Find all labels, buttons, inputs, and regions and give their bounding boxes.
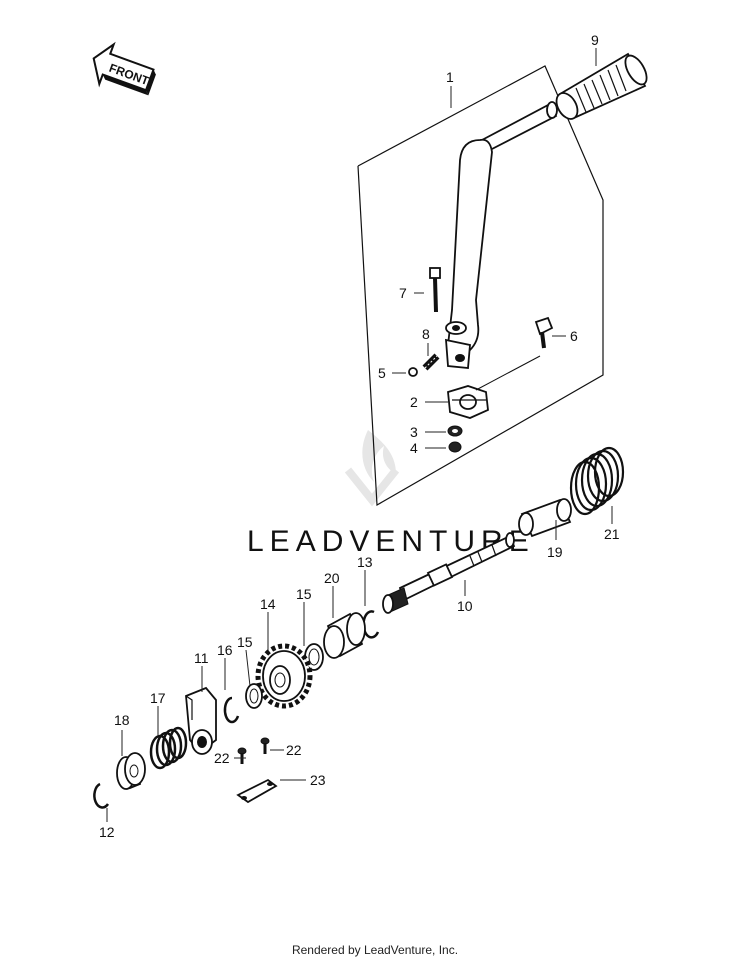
front-arrow-icon: FRONT — [92, 41, 156, 96]
spring-8 — [422, 353, 440, 371]
circlip-12 — [93, 782, 110, 809]
assembly-frame — [357, 65, 604, 507]
callout-15-left: 15 — [237, 634, 253, 650]
callout-1: 1 — [446, 69, 454, 85]
callout-12: 12 — [99, 824, 115, 840]
ball-5 — [408, 367, 418, 377]
sleeve-20 — [323, 612, 366, 659]
circlip-13 — [362, 610, 380, 639]
callout-17: 17 — [150, 690, 166, 706]
plate-23 — [236, 778, 278, 804]
callout-13: 13 — [357, 554, 373, 570]
callout-23: 23 — [310, 772, 326, 788]
return-spring-21 — [569, 446, 625, 516]
callout-14: 14 — [260, 596, 276, 612]
washer-15-left — [245, 683, 263, 709]
callout-11: 11 — [194, 650, 209, 666]
callout-22-right: 22 — [286, 742, 302, 758]
callout-16: 16 — [217, 642, 233, 658]
callout-8: 8 — [422, 326, 430, 342]
spring-17 — [149, 726, 188, 770]
callout-3: 3 — [410, 424, 418, 440]
watermark: LEADVENTURE — [247, 430, 529, 558]
callout-15-right: 15 — [296, 586, 312, 602]
footer-credit: Rendered by LeadVenture, Inc. — [291, 943, 459, 957]
collar-19 — [518, 498, 572, 538]
circlip-16 — [223, 696, 240, 724]
ratchet-11 — [185, 686, 217, 755]
callout-21: 21 — [604, 526, 620, 542]
bolt-7 — [429, 267, 441, 313]
callout-20: 20 — [324, 570, 340, 586]
callout-7: 7 — [399, 285, 407, 301]
callout-18: 18 — [114, 712, 130, 728]
callout-9: 9 — [591, 32, 599, 48]
callout-19: 19 — [547, 544, 563, 560]
screw-22-left — [237, 747, 247, 764]
washer-4 — [448, 441, 462, 453]
kick-grip — [555, 52, 648, 120]
callout-lines — [106, 48, 613, 822]
clamp-2 — [447, 385, 489, 419]
callout-5: 5 — [378, 365, 386, 381]
washer-18 — [116, 752, 146, 790]
callout-6: 6 — [570, 328, 578, 344]
callout-2: 2 — [410, 394, 418, 410]
kick-shaft-10 — [382, 532, 516, 614]
nut-3 — [447, 425, 463, 437]
bolt-6 — [534, 316, 554, 349]
callout-labels: 1 2 3 4 5 6 7 8 9 10 11 12 13 14 15 15 1… — [99, 32, 620, 840]
kick-pedal-lever — [445, 101, 558, 369]
kick-gear-14 — [255, 643, 313, 709]
callout-22-left: 22 — [214, 750, 230, 766]
callout-4: 4 — [410, 440, 418, 456]
callout-10: 10 — [457, 598, 473, 614]
screw-22-right — [260, 737, 270, 754]
